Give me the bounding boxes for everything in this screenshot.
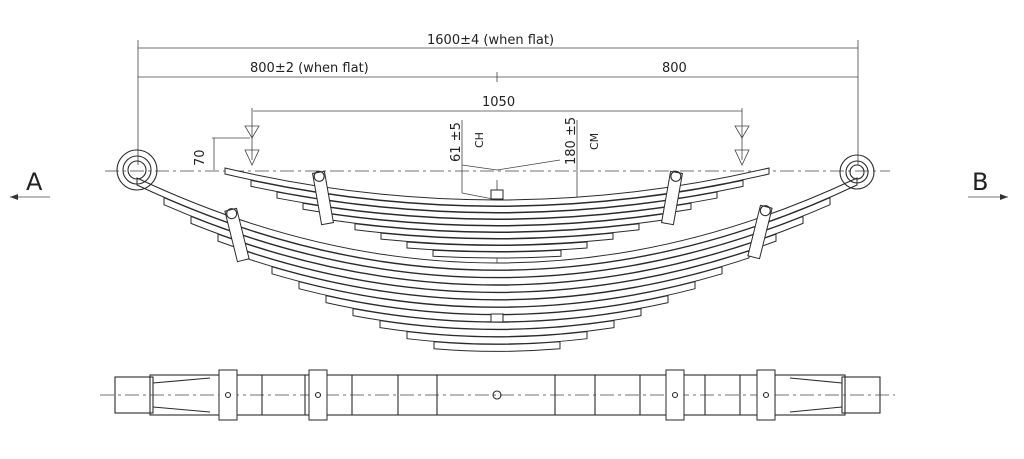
- dim-helper-span: 1050: [482, 95, 515, 110]
- plan-clip-bolt: [762, 391, 770, 399]
- dimension-halves: 800±2 (when flat) 800: [138, 61, 858, 82]
- plan-clip: [308, 369, 328, 421]
- rebound-clip: [224, 207, 250, 263]
- clip-bolt: [759, 205, 771, 217]
- eye-left: [116, 149, 158, 191]
- plan-view: [100, 369, 895, 421]
- rebound-clip: [747, 204, 773, 260]
- dim-half-left: 800±2 (when flat): [250, 61, 369, 76]
- dimension-70: 70: [193, 137, 250, 170]
- dim-overall-length: 1600±4 (when flat): [427, 33, 554, 48]
- plan-clip: [756, 369, 776, 421]
- clip-band: [311, 170, 335, 226]
- plan-clip-bolt: [314, 391, 322, 399]
- dimension-helper-span: 1050: [244, 95, 750, 166]
- dim-camber-helper: 61 ±5: [449, 122, 464, 162]
- clip-bolt: [670, 170, 682, 182]
- plan-center-bolt: [492, 390, 502, 400]
- view-arrow-b: B: [968, 168, 1008, 200]
- dimension-camber: 61 ±5 CH 180 ±5 CM: [449, 117, 601, 256]
- clip-bolt: [313, 170, 325, 182]
- clamps: [224, 170, 773, 263]
- clip-bolt: [226, 208, 238, 220]
- plan-clip: [218, 369, 238, 421]
- dim-70: 70: [193, 149, 208, 166]
- rebound-clip: [311, 170, 335, 226]
- dim-camber-main: 180 ±5: [564, 117, 579, 165]
- eye-right: [839, 154, 875, 190]
- view-arrow-a: A: [10, 168, 50, 200]
- label-cm: CM: [588, 133, 601, 150]
- label-ch: CH: [473, 132, 486, 148]
- dimension-overall: 1600±4 (when flat): [137, 33, 859, 165]
- view-label-a: A: [26, 168, 43, 196]
- main-leaf-pack: [136, 177, 858, 352]
- plan-clip-bolt: [224, 391, 232, 399]
- rebound-clip: [660, 170, 684, 226]
- center-bolt: [490, 189, 504, 323]
- plan-clip-bolt: [671, 391, 679, 399]
- clip-band: [224, 207, 250, 263]
- dim-half-right: 800: [662, 61, 687, 76]
- plan-clip: [665, 369, 685, 421]
- helper-leaf-pack: [224, 167, 770, 259]
- clip-band: [660, 170, 684, 226]
- main-leaf: [136, 177, 858, 271]
- clip-band: [747, 204, 773, 260]
- view-label-b: B: [972, 168, 988, 196]
- helper-leaf: [224, 167, 770, 207]
